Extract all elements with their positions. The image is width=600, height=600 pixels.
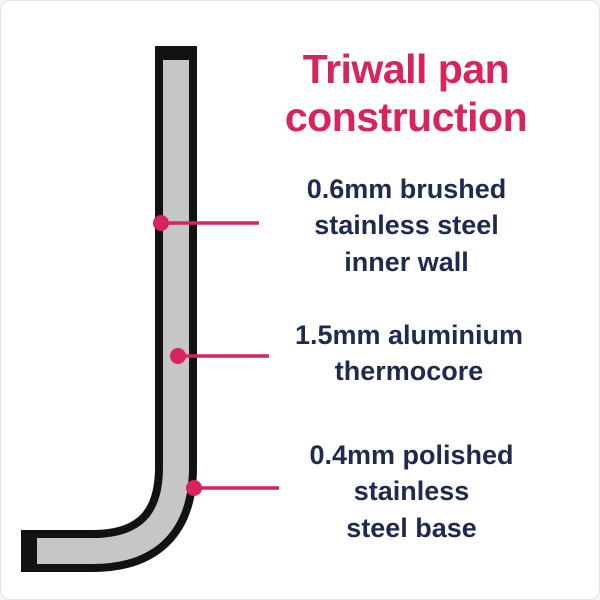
page-title: Triwall pan construction [284,46,528,141]
pan-core-shape [37,60,189,564]
callout-dot-thermocore [170,348,186,364]
callout-dot-base [186,480,202,496]
label-inner-wall: 0.6mm brushed stainless steel inner wall [306,174,507,277]
callout-dot-inner-wall [153,215,169,231]
pan-outer-wall-shape [21,46,197,572]
label-thermocore: 1.5mm aluminium thermocore [294,320,524,387]
label-base: 0.4mm polished stainless steel base [309,440,514,543]
